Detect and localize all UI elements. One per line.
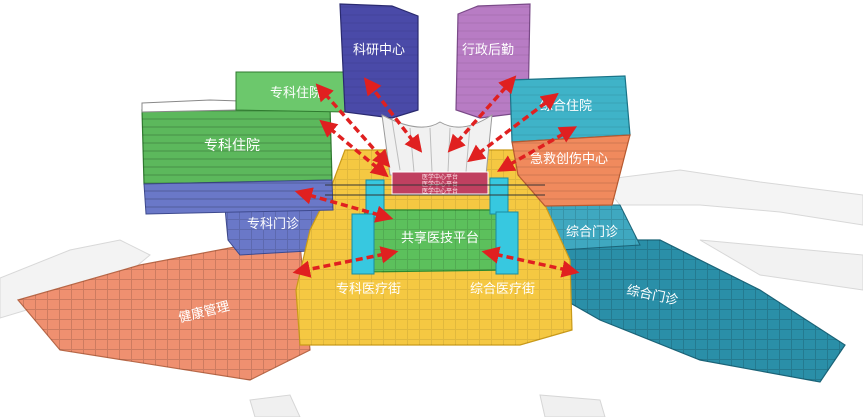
arrow-to-research-center (363, 77, 423, 153)
arrow-to-specialty-medical-street (292, 246, 399, 278)
zone-general-outpatient-upper: 综合门诊 (539, 204, 641, 251)
label-general-inpatient: 综合住院 (540, 99, 592, 114)
arrow-to-general-inpatient (467, 92, 559, 163)
label-specialty-inpatient-back: 专科住院 (270, 86, 322, 101)
zone-health-management: 健康管理 (16, 243, 311, 381)
arrow-to-general-inpatient-lower (496, 126, 578, 172)
label-admin-logistics: 行政后勤 (462, 43, 514, 58)
zone-general-outpatient-lower: 综合门诊 (559, 239, 846, 383)
label-general-medical-street: 综合医疗街 (470, 282, 535, 297)
sign-line-3: 医学中心平台 (422, 187, 458, 195)
zone-specialty-inpatient-front: 专科住院 (141, 99, 334, 215)
arrow-to-specialty-inpatient-front (319, 119, 389, 178)
sign-line-1: 医学中心平台 (422, 173, 458, 181)
sign-line-2: 医学中心平台 (422, 180, 458, 188)
label-shared-medtech-platform: 共享医技平台 (401, 230, 479, 246)
label-emergency-trauma-center: 急救创伤中心 (530, 151, 608, 167)
arrow-to-specialty-outpatient (294, 187, 394, 223)
label-specialty-medical-street: 专科医疗街 (336, 282, 401, 297)
zone-specialty-inpatient-back: 专科住院 (235, 71, 346, 113)
entrance-sign: 医学中心平台 医学中心平台 医学中心平台 (325, 171, 545, 196)
label-specialty-outpatient: 专科门诊 (247, 217, 299, 232)
zone-shared-medtech-platform: 共享医技平台 (359, 209, 511, 273)
label-general-outpatient-upper: 综合门诊 (566, 225, 618, 240)
zone-research-center: 科研中心 (339, 3, 419, 119)
label-specialty-inpatient-front: 专科住院 (204, 138, 260, 154)
label-research-center: 科研中心 (353, 43, 405, 58)
arrow-to-general-medical-street (481, 246, 580, 278)
connection-arrows (292, 75, 580, 278)
